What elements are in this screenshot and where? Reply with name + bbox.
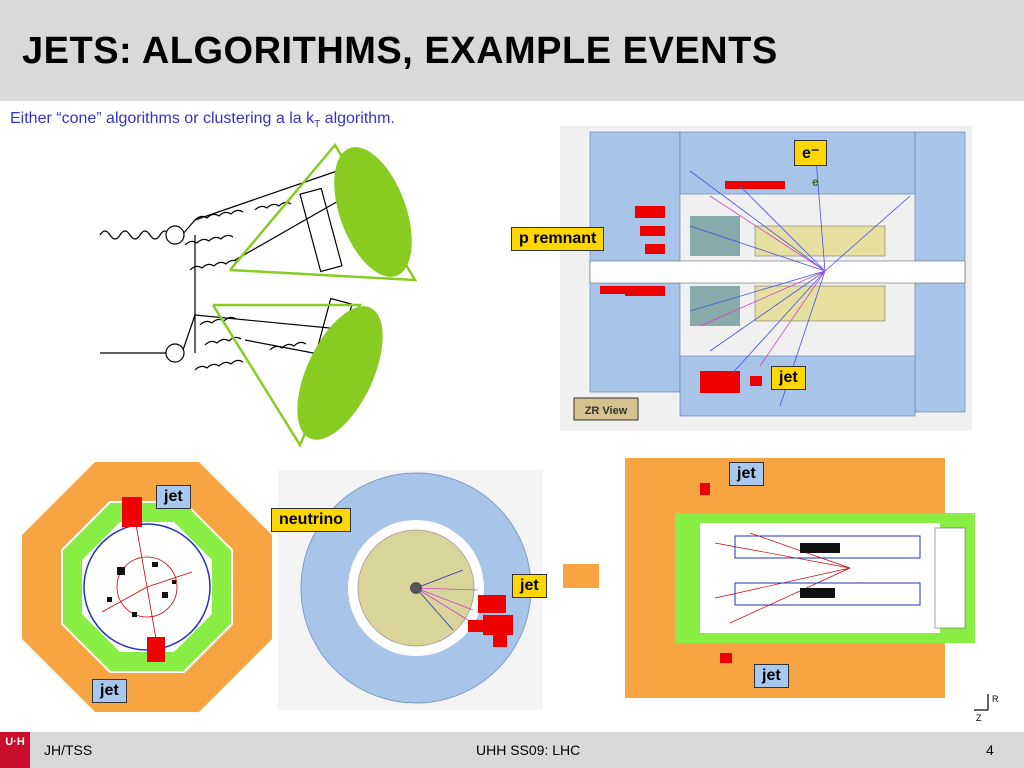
slide-title: JETS: ALGORITHMS, EXAMPLE EVENTS (22, 30, 778, 72)
footer-bar (0, 732, 1024, 768)
callout-electron: e⁻ (794, 140, 828, 166)
university-logo: U·H (0, 732, 30, 768)
callout-neutrino: neutrino (271, 508, 351, 532)
transverse-event-left (22, 462, 272, 712)
subtitle-text: Either “cone” algorithms or clustering a… (10, 110, 315, 127)
electron-small-label: e (812, 175, 819, 189)
callout-jet-left-bottom: jet (92, 679, 127, 703)
subtitle-subscript: T (314, 119, 321, 131)
footer-page-number: 4 (986, 742, 994, 758)
callout-jet-left-top: jet (156, 485, 191, 509)
callout-p-remnant: p remnant (511, 227, 605, 251)
zr-event-display: ZR View e (560, 126, 972, 431)
orange-block (563, 564, 599, 588)
subtitle-end: algorithm. (320, 110, 395, 127)
callout-jet-zr: jet (771, 366, 806, 390)
callout-jet-long-bottom: jet (754, 664, 789, 688)
rz-axis-indicator: R Z (974, 694, 999, 723)
footer-author: JH/TSS (44, 742, 93, 758)
transverse-event-neutrino (278, 470, 543, 710)
footer-course: UHH SS09: LHC (476, 742, 581, 758)
callout-jet-long-top: jet (729, 462, 764, 486)
title-bar (0, 0, 1024, 101)
jet-cone-diagram (99, 142, 418, 448)
slide-subtitle: Either “cone” algorithms or clustering a… (10, 110, 395, 130)
zr-view-label: ZR View (585, 405, 628, 417)
callout-jet-neutrino: jet (512, 574, 547, 598)
axis-r-label: R (992, 694, 999, 704)
longitudinal-event (625, 458, 975, 698)
axis-z-label: Z (976, 713, 982, 723)
